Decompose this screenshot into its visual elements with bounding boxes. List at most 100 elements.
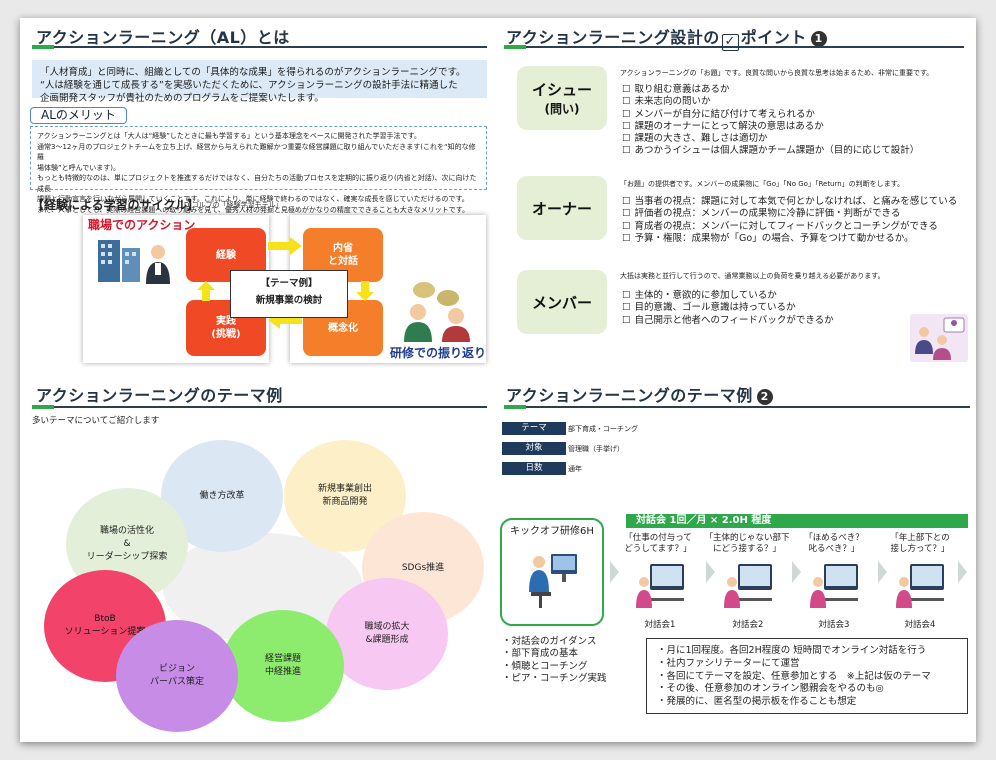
check-item: 主体的・意欲的に参加しているか [622,290,834,302]
check-item: 評価者の視点：メンバーの成果物に冷静に評価・判断ができる [622,208,957,220]
chevron-right-icon [706,561,715,583]
online-dialog-icon [724,564,772,608]
bullet-item: ピア・コーチング実践 [502,673,607,685]
theme2-title-underline [504,405,970,409]
theme2-value-target: 管理職（手挙げ） [568,445,624,453]
theme-circle-label: パーパス策定 [150,677,204,687]
theme-section-title: アクションラーニングのテーマ例 [36,386,283,405]
theme2-label-target: 対象 [502,442,566,455]
merit-line: 場体験”と呼んでいます)。 [37,163,121,172]
arrow-right-icon [268,237,302,255]
dialog-question-line: 「ほめるべき？ [804,533,864,543]
training-label: 研修での振り返り [390,346,487,360]
merit-line: アクションラーニングとは「大人は“経験”したときに最も学習する」という基本理念を… [37,132,421,140]
summary-item: その後、任意参加のオンライン懇親会をやるのも◎ [657,683,957,696]
theme-circle-vision: ビジョン パーパス策定 [116,620,238,732]
dialog-session-bar: 対話会 1回／月 × 2.0H 程度 [626,514,968,528]
check-item: 自己開示と他者へのフィードバックができるか [622,315,834,327]
theme-circle-expand: 職域の拡大 &課題形成 [326,578,448,690]
dialog-label-2: 対話会2 [732,620,764,630]
point-sublabel: (問い) [544,102,580,116]
arrow-down-icon [356,281,374,301]
kickoff-bullets: 対話会のガイダンス 部下育成の基本 傾聴とコーチング ピア・コーチング実践 [502,636,607,685]
theme-circle-label: BtoB [94,614,116,624]
merit-line: また、人事としても、実際の経営課題への取り組みを見て、優秀人材の発掘と見極めがか… [37,205,470,214]
online-dialog-icon [810,564,858,608]
check-item: 育成者の視点：メンバーに対してフィードバックとコーチングができる [622,221,957,233]
summary-item: 発展的に、匿名型の掲示板を作ることも想定 [657,696,957,709]
cycle-practice-label: (挑戦) [211,329,241,340]
point-issue-desc: アクションラーニングの「お題」です。良質な問いから良質な思考は始まるため、非常に… [620,69,934,77]
theme-circle-label: 中経推進 [264,667,301,677]
point-issue-box: イシュー (問い) [517,66,607,130]
check-item: 予算・権限：成果物が「Go」の場合、予算をつけて動かせるか。 [622,233,957,245]
point-label: オーナー [531,199,592,218]
intro-line: 「人材育成」と同時に、組織としての「具体的な成果」を得られるのがアクションラーニ… [40,67,466,78]
dialog-label-1: 対話会1 [644,620,676,630]
merit-tag: ALのメリット [30,107,127,124]
check-item: 目的意識、ゴール意識は持っているか [622,302,834,314]
point-label: メンバー [531,293,592,312]
workplace-label: 職場でのアクション [88,218,196,232]
number-badge: 2 [756,389,773,405]
online-meeting-icon [910,314,968,362]
dialog-question-line: にどう接する？」 [712,544,781,554]
chevron-right-icon [610,561,619,583]
point-issue-list: 取り組む意義はあるか 未来志向の問いか メンバーが自分に結び付けて考えられるか … [622,84,920,158]
intro-line: 企画開発スタッフが貴社のためのプログラムをご提案いたします。 [40,93,324,104]
dialog-question-line: 「主体的じゃない部下 [704,533,790,543]
dialog-question-line: 叱るべき？」 [808,544,860,554]
point-owner-desc: 「お題」の提供者です。メンバーの成果物に「Go」「No Go」「Return」の… [620,180,904,188]
theme-circle-management: 経営課題 中経推進 [222,610,344,722]
theme-circle-label: &課題形成 [365,635,409,645]
point-member-desc: 大抵は実務と並行して行うので、通常業務以上の負荷を乗り越える必要があります。 [620,272,885,280]
theme-title-underline [32,405,487,409]
theme2-title-text: アクションラーニングのテーマ例 [506,386,753,405]
chevron-right-icon [958,561,967,583]
theme-circle-label: ソリューション提案 [64,627,146,637]
dialog-label-3: 対話会3 [818,620,850,630]
merit-line: 通常3〜12ヶ月のプロジェクトチームを立ち上げ、経営から与えられた難解かつ重要な… [37,142,476,162]
cycle-theme-label: 【テーマ例】 [260,278,318,289]
dialog-question-2: 「主体的じゃない部下 にどう接する？」 [704,533,790,555]
online-dialog-icon [636,564,684,608]
design-title-text: アクションラーニング設計の [506,28,720,47]
point-member-box: メンバー [517,270,607,334]
theme2-label-theme: テーマ [502,422,566,435]
number-badge: 1 [810,31,827,47]
point-owner-list: 当事者の視点：課題に対して本気で何とかしなければ、と痛みを感じている 評価者の視… [622,196,958,245]
check-item: あつかうイシューは個人課題かチーム課題か（目的に応じて設計） [622,145,920,157]
cycle-practice-label: 実践 [216,316,236,327]
merit-line: 課題と行動宣言を行いながら展開していくことです。これにより、単に経験で終わるので… [37,195,469,203]
summary-item: 社内ファシリテーターにて運営 [657,658,957,671]
dialog-question-line: 接し方って？」 [890,544,950,554]
dialog-question-4: 「年上部下との 接し方って？」 [882,533,958,555]
cycle-reflection-label: 内省 [333,243,353,254]
theme-circle-label: 新商品開発 [322,497,368,507]
al-title-underline [32,45,487,49]
check-item: メンバーが自分に結び付けて考えられるか [622,109,919,121]
check-box-icon: ✓ [721,34,739,51]
theme-circle-label: 職場の活性化 [99,525,154,536]
check-item: 課題の大きさ、難しさは適切か [622,133,919,145]
check-item: 取り組む意義はあるか [622,84,919,96]
point-member-list: 主体的・意欲的に参加しているか 目的意識、ゴール意識は持っているか 自己開示と他… [622,290,834,327]
design-title-text: ポイント [740,28,807,47]
point-label: イシュー [531,81,592,99]
dialog-question-3: 「ほめるべき？ 叱るべき？」 [796,533,872,555]
theme-circle-label: 職域の拡大 [364,622,410,632]
al-section-title: アクションラーニング（AL）とは [36,28,290,47]
design-title-underline [504,45,964,49]
check-item: 当事者の視点：課題に対して本気で何とかしなければ、と痛みを感じている [622,196,958,208]
people-discussion-icon [404,282,470,342]
theme-circle-btob: BtoB ソリューション提案 [44,570,166,682]
chevron-right-icon [792,561,801,583]
office-building-icon [98,240,170,284]
merit-line: もっとも特徴的なのは、単にプロジェクトを推進するだけではなく、自分たちの活動プロ… [37,174,477,193]
document-page: アクションラーニング（AL）とは 「人材育成」と同時に、組織としての「具体的な成… [20,18,976,742]
dialog-question-1: 「仕事の付与って どうしてます？」 [618,533,698,555]
check-item: 課題のオーナーにとって解決の意思はあるか [622,121,919,133]
theme-circle-label: リーダーシップ探索 [86,551,168,562]
chevron-right-icon [878,561,887,583]
